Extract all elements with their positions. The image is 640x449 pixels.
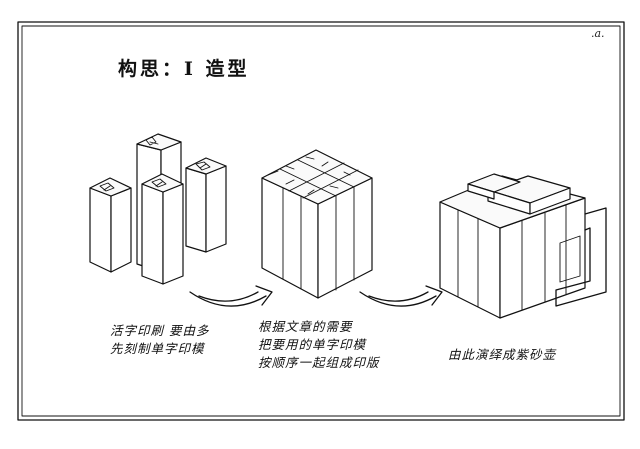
type-block-right <box>185 157 227 253</box>
type-blocks-group <box>89 133 227 285</box>
caption-middle-line-3: 按顺序一起组成印版 <box>258 355 380 370</box>
outer-frame <box>17 21 625 421</box>
inner-frame <box>21 25 621 417</box>
caption-middle-line-2: 把要用的单字印模 <box>258 337 367 352</box>
caption-right: 由此演绎成紫砂壶 <box>448 347 557 362</box>
type-block-left <box>89 177 132 273</box>
assembled-plate <box>261 149 373 299</box>
page-number-mark: .a. <box>591 27 605 40</box>
caption-left: 活字印刷 要由多 先刻制单字印模 <box>110 322 209 358</box>
caption-left-line-1: 活字印刷 要由多 <box>110 323 210 338</box>
type-block-front <box>141 173 184 285</box>
arrow-2 <box>359 285 443 307</box>
caption-left-line-2: 先刻制单字印模 <box>110 341 205 356</box>
page-title: 构思：Ⅰ 造型 <box>118 58 250 80</box>
arrow-1 <box>189 285 273 307</box>
caption-middle-line-1: 根据文章的需要 <box>258 319 353 334</box>
teapot-form <box>439 173 607 319</box>
caption-middle: 根据文章的需要 把要用的单字印模 按顺序一起组成印版 <box>258 318 380 372</box>
